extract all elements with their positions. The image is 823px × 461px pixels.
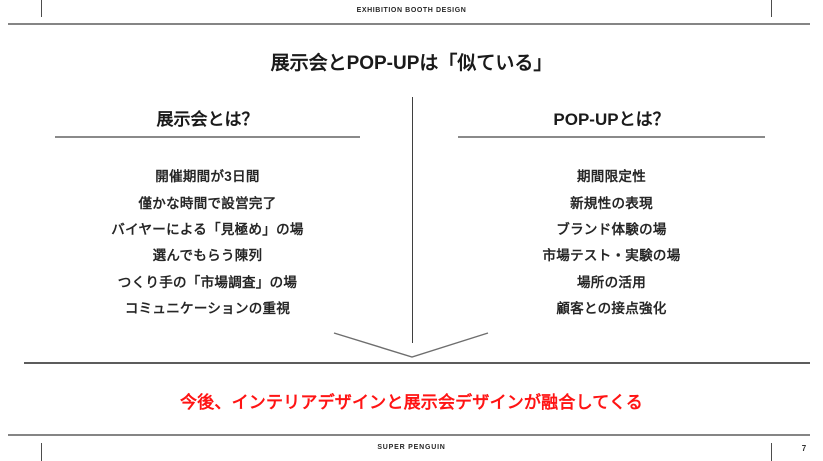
list-item: 期間限定性 [577, 169, 646, 185]
header-label: EXHIBITION BOOTH DESIGN [356, 7, 467, 14]
left-heading-underline [55, 136, 360, 138]
right-column-heading: POP-UPとは？ [553, 110, 670, 129]
left-column-list: 開催期間が3日間 僅かな時間で設営完了 バイヤーによる「見極め」の場 選んでもら… [55, 162, 360, 320]
list-item: 僅かな時間で設営完了 [138, 195, 277, 211]
list-item: 選んでもらう陳列 [152, 248, 263, 264]
list-item: ブランド体験の場 [556, 221, 667, 237]
footer-left-tick [41, 443, 42, 461]
list-item: 市場テスト・実験の場 [542, 248, 681, 264]
list-item: 開催期間が3日間 [155, 169, 260, 185]
footer-rule [8, 434, 810, 436]
list-item: コミュニケーションの重視 [124, 301, 291, 317]
list-item: 場所の活用 [577, 274, 646, 290]
header-rule [8, 23, 810, 25]
left-column-heading: 展示会とは？ [156, 110, 259, 129]
header-right-tick [771, 0, 772, 17]
down-arrow-icon [332, 330, 490, 360]
right-heading-underline [458, 136, 765, 138]
list-item: バイヤーによる「見極め」の場 [111, 221, 304, 237]
list-item: つくり手の「市場調査」の場 [117, 274, 298, 290]
list-item: 顧客との接点強化 [556, 301, 667, 317]
conclusion-rule [24, 362, 810, 364]
footer-right-tick [771, 443, 772, 461]
footer-brand: SUPER PENGUIN [377, 444, 446, 451]
list-item: 新規性の表現 [570, 195, 653, 211]
conclusion-text: 今後、インテリアデザインと展示会デザインが融合してくる [179, 393, 644, 412]
column-divider [412, 97, 413, 343]
right-column-list: 期間限定性 新規性の表現 ブランド体験の場 市場テスト・実験の場 場所の活用 顧… [458, 162, 765, 320]
slide-title: 展示会とPOP-UPは「似ている」 [270, 53, 553, 74]
page-number: 7 [801, 444, 807, 453]
header-left-tick [41, 0, 42, 17]
